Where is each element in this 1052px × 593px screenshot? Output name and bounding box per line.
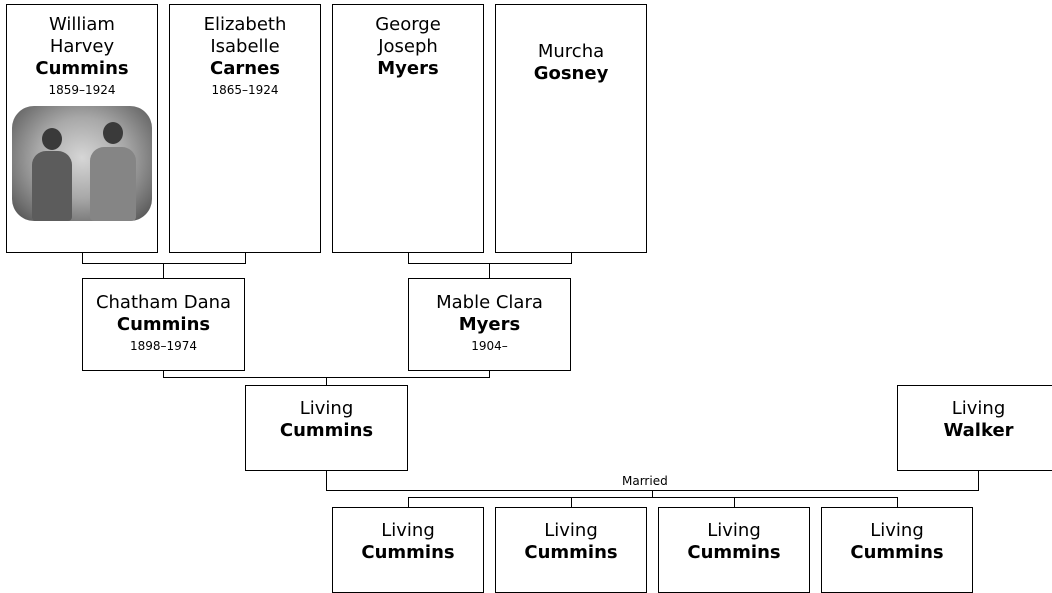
figure-right xyxy=(90,147,136,221)
person-child-1[interactable]: Living Cummins xyxy=(332,507,484,593)
person-child-4[interactable]: Living Cummins xyxy=(821,507,973,593)
surname: Walker xyxy=(943,420,1014,441)
life-dates: 1859–1924 xyxy=(48,83,116,97)
connector-line xyxy=(571,252,572,264)
surname: Cummins xyxy=(116,314,211,335)
given-name: George Joseph xyxy=(375,14,441,57)
connector-line xyxy=(82,263,246,264)
given-name: Mable Clara xyxy=(436,292,543,313)
given-name: Living xyxy=(299,398,354,419)
person-mable-clara-myers[interactable]: Mable Clara Myers 1904– xyxy=(408,278,571,371)
surname: Carnes xyxy=(210,58,280,79)
surname: Cummins xyxy=(524,542,618,563)
life-dates: 1904– xyxy=(471,339,508,353)
surname: Cummins xyxy=(850,542,944,563)
life-dates: 1865–1924 xyxy=(211,83,279,97)
connector-line xyxy=(978,470,979,491)
connector-line xyxy=(652,490,653,498)
connector-line xyxy=(408,252,409,264)
person-child-3[interactable]: Living Cummins xyxy=(658,507,810,593)
surname: Gosney xyxy=(533,63,609,84)
life-dates: 1898–1974 xyxy=(129,339,198,353)
surname: Cummins xyxy=(361,542,455,563)
connector-line xyxy=(734,497,735,507)
given-name: Living xyxy=(951,398,1006,419)
given-name: Living xyxy=(544,520,598,541)
portrait-photo xyxy=(12,106,152,221)
connector-line xyxy=(163,370,164,378)
married-label: Married xyxy=(620,474,670,488)
head-right xyxy=(103,122,123,144)
given-name: Chatham Dana xyxy=(95,292,232,313)
figure-left xyxy=(32,151,72,221)
person-child-2[interactable]: Living Cummins xyxy=(495,507,647,593)
person-living-cummins[interactable]: Living Cummins xyxy=(245,385,408,471)
head-left xyxy=(42,128,62,150)
person-murcha-gosney[interactable]: Murcha Gosney xyxy=(495,4,647,253)
given-name: Living xyxy=(707,520,761,541)
connector-line xyxy=(408,497,898,498)
connector-line xyxy=(489,370,490,378)
given-name: Living xyxy=(870,520,924,541)
person-william-harvey-cummins[interactable]: William Harvey Cummins 1859–1924 xyxy=(6,4,158,253)
given-name: Murcha xyxy=(537,41,605,62)
person-george-joseph-myers[interactable]: George Joseph Myers xyxy=(332,4,484,253)
surname: Myers xyxy=(458,314,521,335)
connector-line xyxy=(245,252,246,264)
person-chatham-dana-cummins[interactable]: Chatham Dana Cummins 1898–1974 xyxy=(82,278,245,371)
connector-line xyxy=(408,497,409,507)
person-living-walker[interactable]: Living Walker xyxy=(897,385,1052,471)
person-elizabeth-isabelle-carnes[interactable]: Elizabeth Isabelle Carnes 1865–1924 xyxy=(169,4,321,253)
surname: Cummins xyxy=(279,420,374,441)
connector-line xyxy=(897,497,898,507)
connector-line xyxy=(326,470,327,491)
connector-line xyxy=(489,263,490,278)
connector-line xyxy=(163,263,164,278)
connector-line xyxy=(408,263,572,264)
connector-line xyxy=(571,497,572,507)
surname: Cummins xyxy=(687,542,781,563)
surname: Cummins xyxy=(35,58,129,79)
connector-line xyxy=(326,377,327,385)
given-name: Elizabeth Isabelle xyxy=(203,14,287,57)
surname: Myers xyxy=(377,58,439,79)
connector-line xyxy=(82,252,83,264)
given-name: Living xyxy=(381,520,435,541)
given-name: William Harvey xyxy=(49,14,115,57)
